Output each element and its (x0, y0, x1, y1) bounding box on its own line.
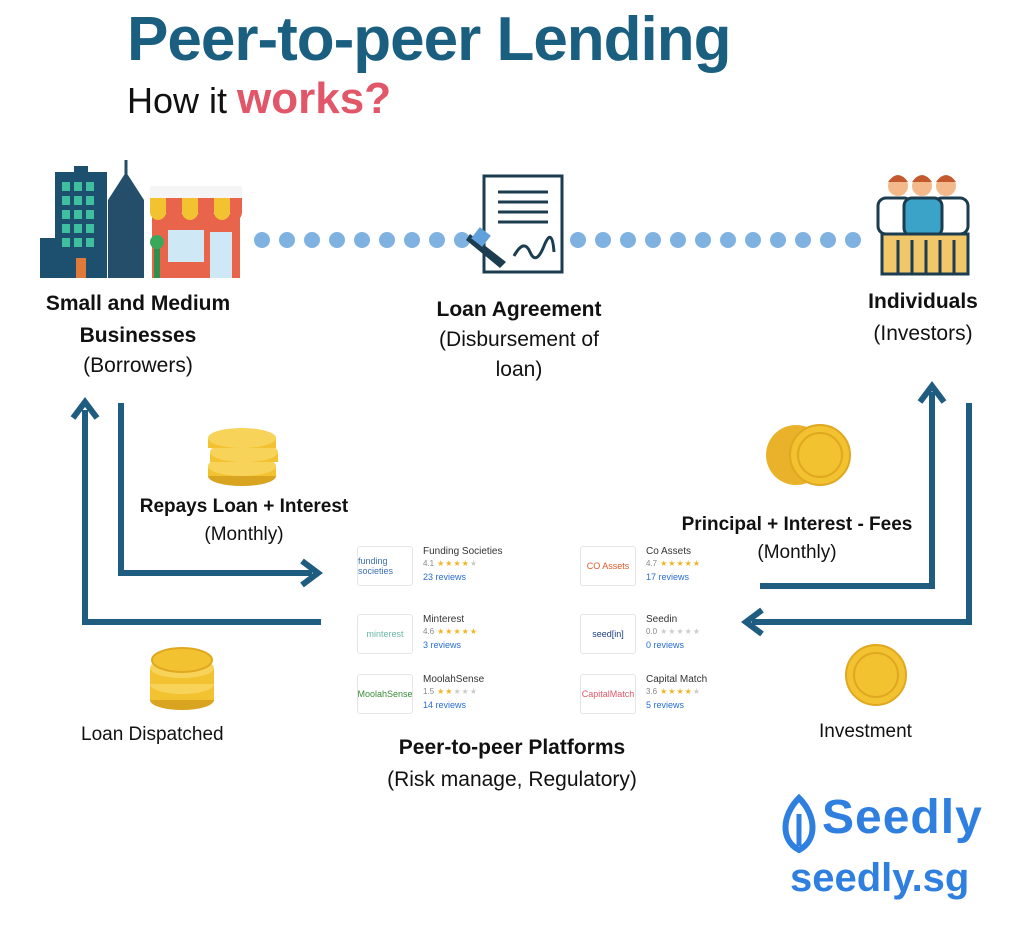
platform-logo: funding societies (357, 546, 413, 586)
coin-investment-icon (845, 644, 907, 706)
platform-logo-text: CapitalMatch (581, 689, 635, 699)
arrow-investment (752, 403, 972, 625)
investors-icon (876, 175, 970, 276)
arrow-loan-dispatched-head (70, 397, 100, 420)
borrowers-node: Small and Medium Businesses (Borrowers) (20, 292, 256, 378)
platform-rating-value: 1.5 (423, 687, 435, 696)
arrow-principal (760, 392, 935, 589)
star-rating-icon: ★★★★★ (660, 687, 701, 696)
principal-title: Principal + Interest - Fees (681, 514, 913, 535)
principal-label: Principal + Interest - Fees (Monthly) (666, 514, 928, 564)
star-rating-icon: ★★★★★ (660, 627, 701, 636)
seedly-brand-url: seedly.sg (790, 856, 970, 900)
investors-subtitle: (Investors) (873, 322, 973, 345)
platform-logo: CapitalMatch (580, 674, 636, 714)
platform-rating-value: 4.1 (423, 559, 435, 568)
arrow-repays-loan-head (300, 558, 323, 588)
arrow-principal-head (917, 381, 947, 404)
repays-label: Repays Loan + Interest (Monthly) (124, 496, 364, 546)
shop-icon (150, 186, 242, 278)
subtitle-highlight: works? (237, 74, 392, 123)
platform-reviews-link[interactable]: 5 reviews (646, 700, 685, 710)
platform-name: Seedin (646, 614, 678, 625)
star-rating-icon: ★★★★★ (437, 627, 478, 636)
arrow-investment-head (741, 607, 764, 637)
dotted-connector-right (570, 232, 861, 248)
platforms-node: Peer-to-peer Platforms (Risk manage, Reg… (352, 736, 672, 792)
platform-card[interactable]: minterest Minterest 4.6★★★★★ 3 reviews (357, 614, 597, 660)
platform-logo-text: CO Assets (586, 561, 630, 571)
star-rating-icon: ★★★★★ (437, 559, 478, 568)
platform-rating: 4.1★★★★★ (423, 559, 478, 568)
diagram-title: Peer-to-peer Lending (127, 5, 732, 74)
coin-stack-dispatched-icon (150, 647, 214, 710)
platform-rating: 4.6★★★★★ (423, 627, 478, 636)
platform-card[interactable]: CO Assets Co Assets 4.7★★★★★ 17 reviews (580, 546, 820, 592)
platform-rating: 4.7★★★★★ (646, 559, 701, 568)
arrow-loan-dispatched (82, 410, 321, 625)
arrow-repays-loan (118, 403, 312, 576)
borrowers-title-line1: Small and Medium (45, 292, 231, 315)
platform-card[interactable]: CapitalMatch Capital Match 3.6★★★★★ 5 revie… (580, 674, 820, 720)
platform-logo: CO Assets (580, 546, 636, 586)
platform-logo-text: funding societies (358, 556, 394, 576)
platform-rating-value: 0.0 (646, 627, 658, 636)
platforms-title: Peer-to-peer Platforms (398, 736, 626, 759)
platform-reviews-link[interactable]: 3 reviews (423, 640, 462, 650)
star-rating-icon: ★★★★★ (660, 559, 701, 568)
platform-reviews-link[interactable]: 17 reviews (646, 572, 690, 582)
loan-dispatched-label: Loan Dispatched (81, 724, 224, 745)
seedly-brand-name: Seedly (822, 791, 983, 844)
principal-sub: (Monthly) (757, 542, 837, 563)
platform-logo-text: seed[in] (592, 629, 624, 639)
platform-name: Capital Match (646, 674, 708, 685)
buildings-icon (40, 160, 144, 278)
agreement-node: Loan Agreement (Disbursement of loan) (394, 298, 644, 382)
investors-node: Individuals (Investors) (843, 290, 1003, 346)
platform-name: Co Assets (646, 546, 692, 557)
platform-logo-text: minterest (366, 629, 404, 639)
platform-rating: 1.5★★★★★ (423, 687, 478, 696)
coins-principal-icon (766, 424, 851, 486)
platform-reviews-link[interactable]: 0 reviews (646, 640, 685, 650)
contract-icon (466, 174, 564, 274)
platform-logo: minterest (357, 614, 413, 654)
platform-logo: seed[in] (580, 614, 636, 654)
coin-stack-repays-icon (208, 428, 278, 486)
platform-reviews-link[interactable]: 23 reviews (423, 572, 467, 582)
investors-title: Individuals (868, 290, 978, 313)
platforms-subtitle: (Risk manage, Regulatory) (387, 768, 637, 791)
platform-logo: MoolahSense (357, 674, 413, 714)
investment-label: Investment (819, 721, 912, 742)
platform-card[interactable]: funding societies Funding Societies 4.1★★★… (357, 546, 597, 592)
agreement-sub-line1: (Disbursement of (439, 328, 599, 351)
platform-rating: 0.0★★★★★ (646, 627, 701, 636)
platform-name: Minterest (423, 614, 465, 625)
platform-rating-value: 3.6 (646, 687, 658, 696)
agreement-title: Loan Agreement (436, 298, 602, 321)
borrowers-subtitle: (Borrowers) (83, 354, 193, 377)
dotted-connector-left (254, 232, 470, 248)
repays-title: Repays Loan + Interest (139, 496, 349, 517)
subtitle-lead: How it (127, 80, 238, 121)
platform-rating: 3.6★★★★★ (646, 687, 701, 696)
seedly-leaf-icon (782, 793, 816, 854)
diagram-subtitle: How it works? (127, 74, 391, 124)
platform-reviews-link[interactable]: 14 reviews (423, 700, 467, 710)
star-rating-icon: ★★★★★ (437, 687, 478, 696)
platform-rating-value: 4.7 (646, 559, 658, 568)
platform-rating-value: 4.6 (423, 627, 435, 636)
platform-name: Funding Societies (423, 546, 503, 557)
platform-name: MoolahSense (423, 674, 485, 685)
platform-card[interactable]: seed[in] Seedin 0.0★★★★★ 0 reviews (580, 614, 820, 660)
platform-logo-text: MoolahSense (357, 689, 413, 699)
borrowers-title-line2: Businesses (79, 324, 197, 347)
repays-sub: (Monthly) (204, 524, 284, 545)
agreement-sub-line2: loan) (495, 358, 543, 381)
